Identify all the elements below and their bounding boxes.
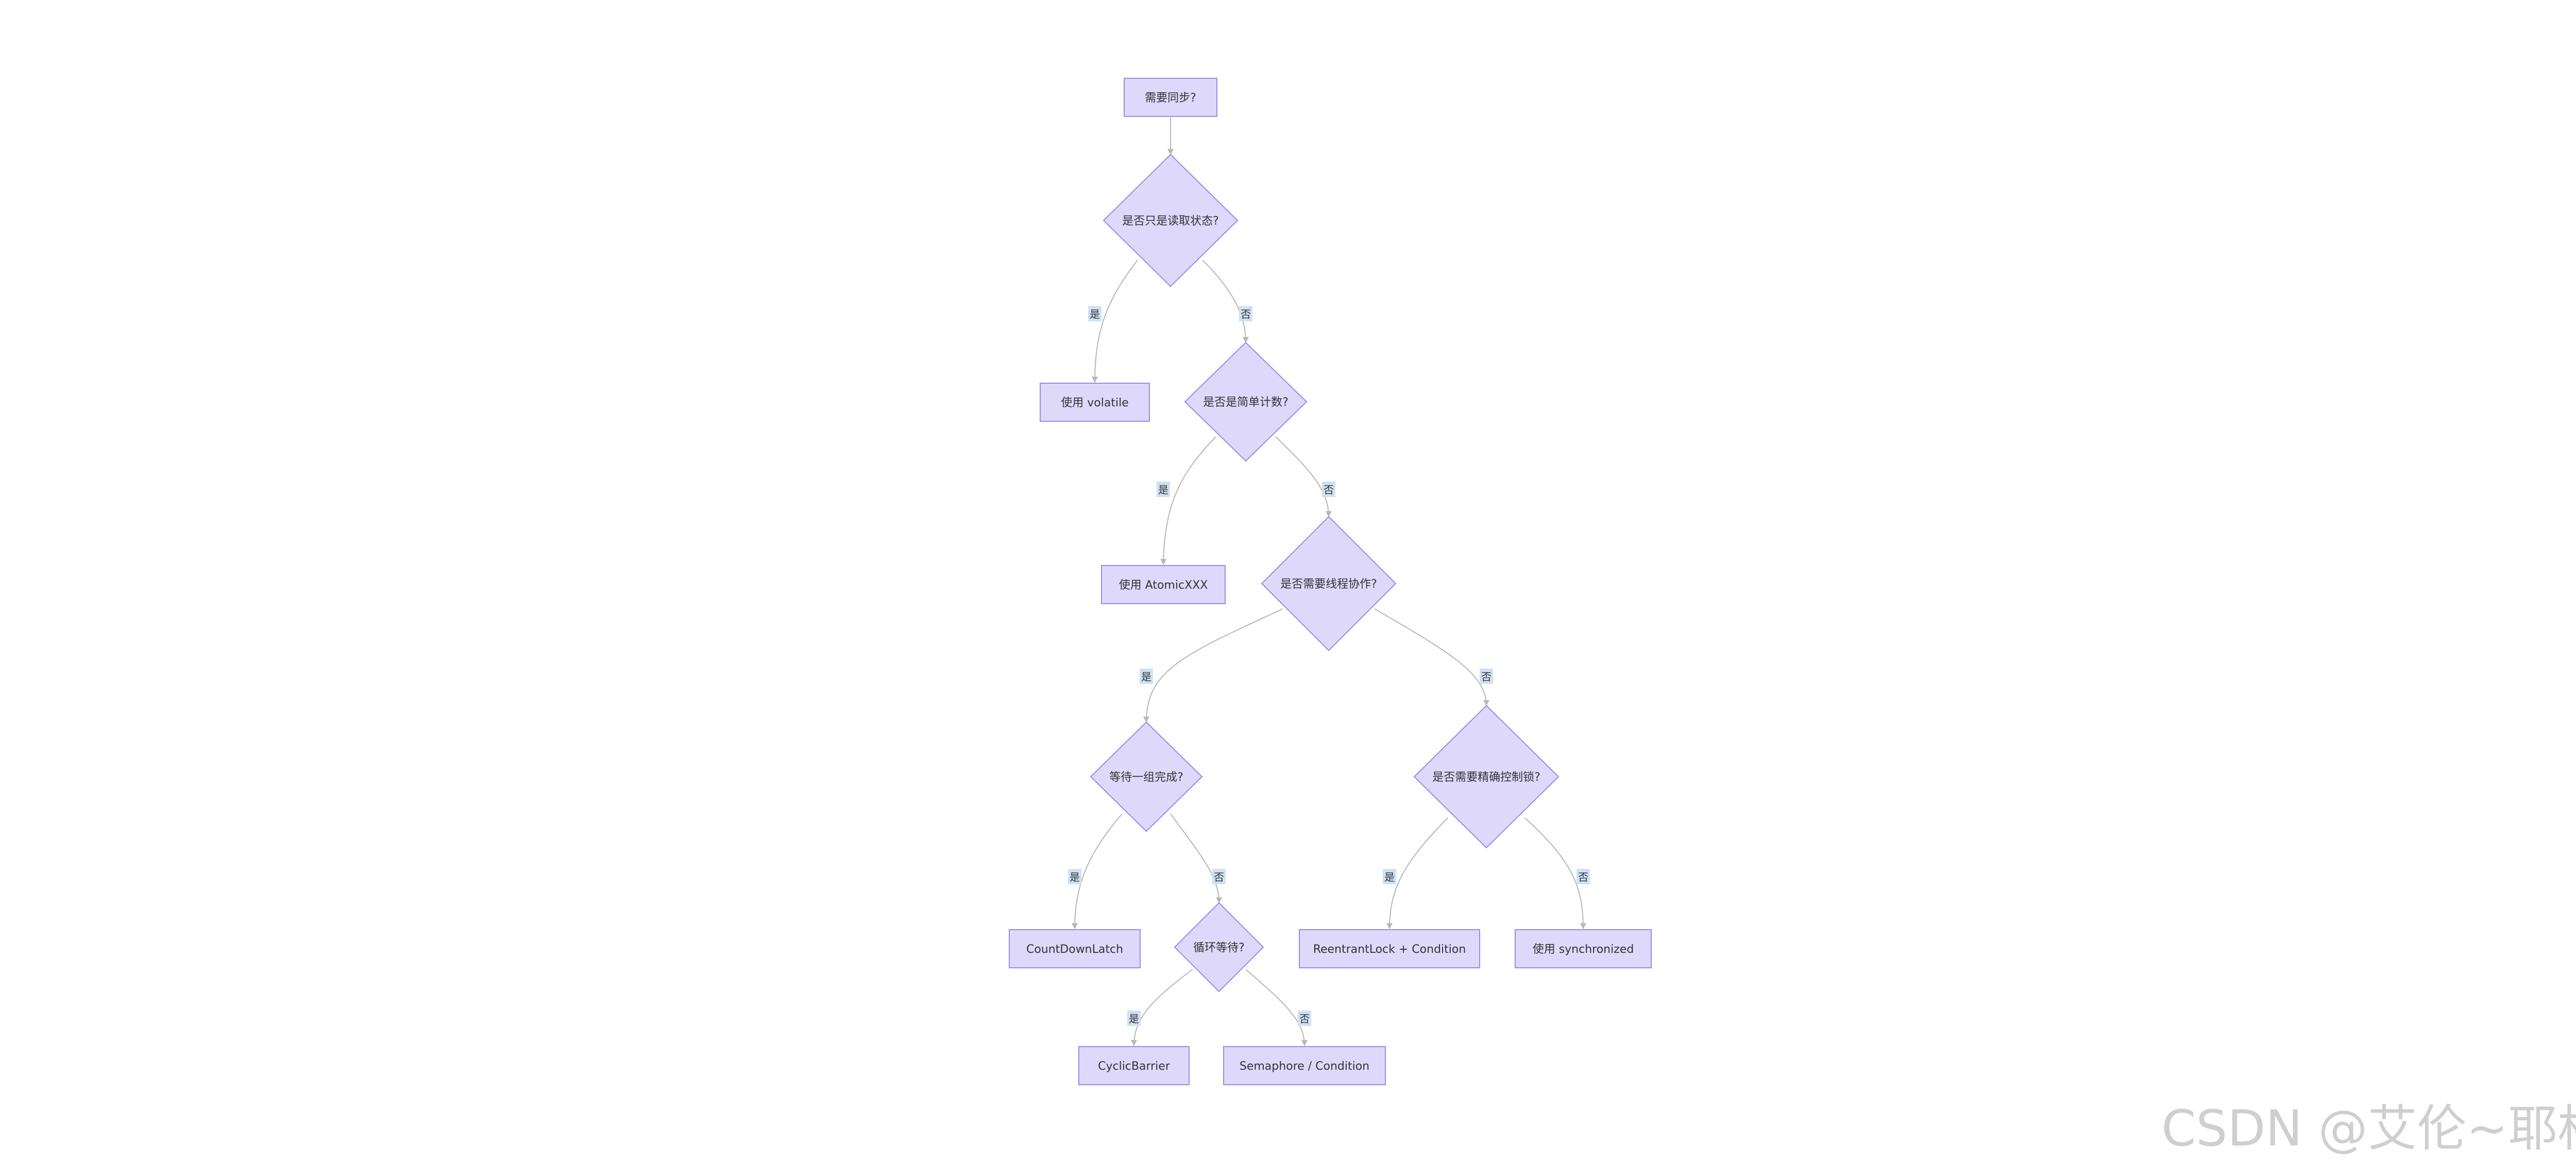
svg-text:CountDownLatch: CountDownLatch	[1026, 943, 1123, 956]
edge-label-coop-yes: 是	[1140, 669, 1153, 684]
edge-simplecount-to-coop	[1275, 436, 1332, 518]
node-semaphore: Semaphore / Condition	[1223, 1046, 1386, 1085]
edge-label-group-no: 否	[1212, 869, 1226, 884]
svg-text:否: 否	[1241, 308, 1251, 320]
node-reentrantlock: ReentrantLock + Condition	[1299, 929, 1480, 968]
svg-text:否: 否	[1299, 1013, 1310, 1025]
svg-text:是: 是	[1158, 484, 1168, 496]
svg-text:是否需要精确控制锁?: 是否需要精确控制锁?	[1432, 771, 1540, 784]
edge-precise-to-reentrant	[1386, 817, 1448, 930]
svg-text:是: 是	[1384, 871, 1395, 883]
edge-label-read-no: 否	[1239, 306, 1252, 321]
node-precise-lock: 是否需要精确控制锁?	[1413, 705, 1560, 849]
edge-label-cyclic-yes: 是	[1127, 1011, 1141, 1026]
svg-text:使用 volatile: 使用 volatile	[1061, 397, 1128, 409]
edge-label-lock-no: 否	[1577, 869, 1590, 884]
edge-label-lock-yes: 是	[1383, 869, 1396, 884]
edges	[1072, 117, 1586, 1047]
edge-read-to-simplecount	[1202, 260, 1249, 344]
edge-coop-to-precise	[1374, 608, 1489, 707]
edge-precise-to-sync	[1524, 817, 1586, 930]
node-cyclic-wait: 循环等待?	[1174, 902, 1264, 993]
svg-text:循环等待?: 循环等待?	[1193, 942, 1245, 954]
edge-label-coop-no: 否	[1480, 669, 1493, 684]
edge-cyclic-to-semaphore	[1245, 969, 1308, 1047]
edge-simplecount-to-atomic	[1160, 436, 1216, 566]
svg-text:需要同步?: 需要同步?	[1145, 92, 1196, 105]
watermark: CSDN @艾伦~耶格尔	[2161, 1100, 2576, 1157]
node-countdownlatch: CountDownLatch	[1009, 929, 1141, 968]
svg-text:是否只是读取状态?: 是否只是读取状态?	[1122, 215, 1219, 228]
svg-text:是: 是	[1090, 308, 1100, 320]
svg-text:ReentrantLock + Condition: ReentrantLock + Condition	[1313, 943, 1466, 956]
node-wait-group: 等待一组完成?	[1090, 721, 1203, 832]
edge-label-cyclic-no: 否	[1298, 1011, 1311, 1026]
nodes: 需要同步? 是否只是读取状态? 使用 volatile 是否是简单计数? 使用 …	[1009, 78, 1652, 1085]
edge-labels: 是 否 是 否 是 否 是 否	[1068, 306, 1590, 1026]
node-simple-count: 是否是简单计数?	[1184, 341, 1308, 462]
svg-text:否: 否	[1481, 671, 1492, 683]
edge-label-read-yes: 是	[1088, 306, 1101, 321]
node-cyclicbarrier: CyclicBarrier	[1078, 1046, 1190, 1085]
edge-label-count-no: 否	[1322, 482, 1335, 497]
edge-wait-to-cyclic	[1170, 813, 1222, 904]
edge-label-group-yes: 是	[1068, 869, 1081, 884]
node-use-synchronized: 使用 synchronized	[1515, 929, 1652, 968]
node-start: 需要同步?	[1124, 78, 1217, 117]
svg-text:否: 否	[1324, 484, 1334, 496]
svg-text:是: 是	[1070, 871, 1080, 883]
svg-text:等待一组完成?: 等待一组完成?	[1109, 771, 1183, 784]
svg-text:使用 synchronized: 使用 synchronized	[1533, 943, 1634, 956]
svg-text:使用 AtomicXXX: 使用 AtomicXXX	[1119, 579, 1208, 592]
svg-text:Semaphore / Condition: Semaphore / Condition	[1240, 1060, 1369, 1073]
node-read-state: 是否只是读取状态?	[1103, 153, 1239, 287]
node-use-volatile: 使用 volatile	[1040, 383, 1150, 422]
edge-label-count-yes: 是	[1157, 482, 1170, 497]
svg-text:否: 否	[1578, 871, 1588, 883]
edge-cyclic-to-barrier	[1131, 969, 1193, 1047]
node-thread-coop: 是否需要线程协作?	[1261, 516, 1397, 652]
svg-text:是否是简单计数?: 是否是简单计数?	[1203, 396, 1289, 409]
svg-text:是: 是	[1129, 1013, 1139, 1025]
svg-text:CyclicBarrier: CyclicBarrier	[1098, 1060, 1171, 1073]
node-use-atomic: 使用 AtomicXXX	[1101, 565, 1226, 604]
svg-text:否: 否	[1214, 871, 1224, 883]
svg-text:是: 是	[1141, 671, 1151, 683]
svg-text:是否需要线程协作?: 是否需要线程协作?	[1280, 578, 1377, 591]
edge-coop-to-wait	[1143, 608, 1283, 723]
edge-wait-to-countdown	[1072, 813, 1123, 930]
edge-read-to-volatile	[1092, 260, 1138, 383]
